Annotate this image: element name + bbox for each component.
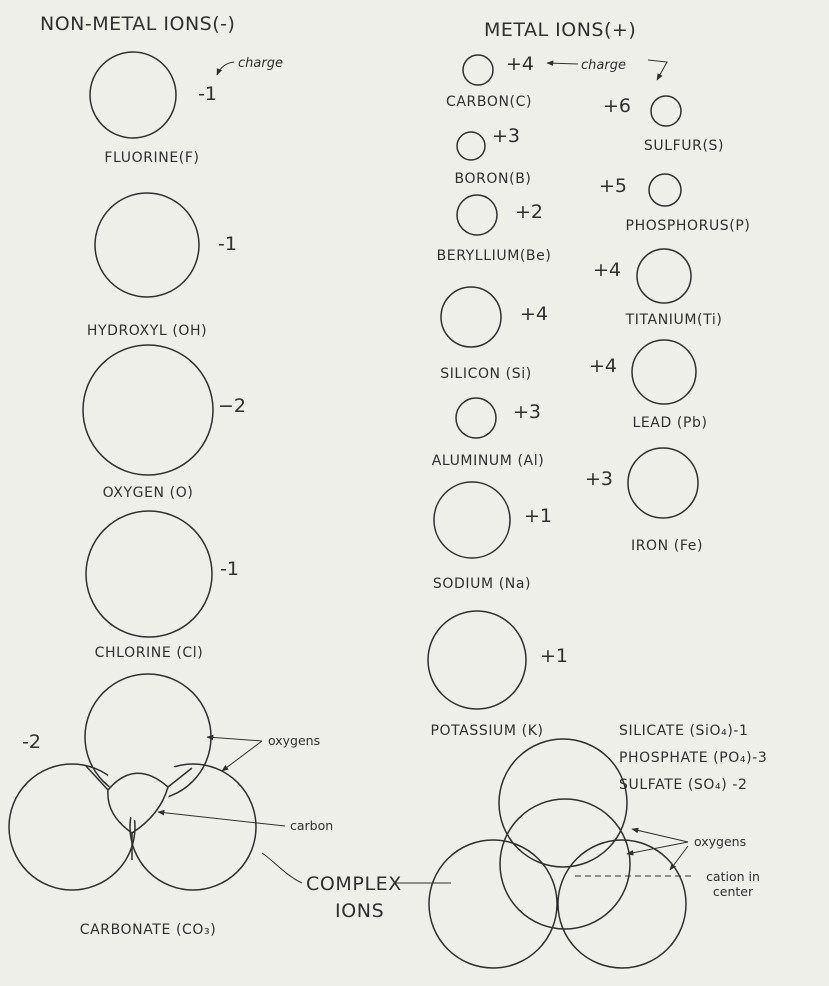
ion-charge: -1 [198, 83, 217, 105]
ion-charge: +4 [520, 303, 548, 325]
ion-charge: +5 [599, 175, 627, 197]
ion-label: FLUORINE(F) [104, 150, 199, 166]
charge-note: charge [581, 58, 626, 73]
complex-list-item: SULFATE (SO₄) -2 [619, 777, 748, 793]
ion-silicon: +4 SILICON (Si) [440, 287, 548, 382]
ion-charge: −2 [218, 395, 246, 417]
ion-charge: +3 [585, 468, 613, 490]
metal-heading: METAL IONS(+) [484, 19, 636, 41]
ion-boron: +3 BORON(B) [455, 125, 532, 187]
ion-label: SULFUR(S) [644, 138, 724, 154]
cation-annotation: cation in center [575, 869, 760, 899]
ion-charge: +2 [515, 201, 543, 223]
oxygens-note: oxygens [694, 834, 746, 849]
complex-ions-label: COMPLEX IONS [262, 853, 451, 922]
ion-label: CARBON(C) [446, 94, 532, 110]
ion-beryllium: +2 BERYLLIUM(Be) [437, 195, 552, 264]
oxygens-annotation-left: oxygens [207, 733, 320, 771]
ion-label: HYDROXYL (OH) [87, 323, 207, 339]
carbonate-charge: -2 [22, 731, 41, 753]
ion-potassium: +1 POTASSIUM (K) [428, 611, 568, 739]
ion-iron: +3 IRON (Fe) [585, 448, 703, 554]
charge-note: charge [238, 56, 283, 71]
ion-phosphorus: +5 PHOSPHORUS(P) [599, 174, 750, 234]
ion-label: BERYLLIUM(Be) [437, 248, 552, 264]
ion-label: ALUMINUM (Al) [432, 453, 545, 469]
ion-charge: -1 [220, 558, 239, 580]
ion-label: SILICON (Si) [440, 366, 532, 382]
ion-charge: +1 [540, 645, 568, 667]
ion-label: OXYGEN (O) [103, 485, 194, 501]
ion-chlorine: -1 CHLORINE (Cl) [86, 511, 239, 661]
ion-fluorine: -1 FLUORINE(F) [90, 52, 217, 166]
ion-label: PHOSPHORUS(P) [626, 218, 751, 234]
ion-lead: +4 LEAD (Pb) [589, 340, 708, 431]
ion-oxygen: −2 OXYGEN (O) [83, 345, 246, 501]
ions-word: IONS [335, 900, 384, 922]
tetrahedral-complex [429, 739, 686, 968]
carbonate-label: CARBONATE (CO₃) [80, 922, 217, 938]
ion-label: LEAD (Pb) [632, 415, 707, 431]
ion-charge: +4 [593, 259, 621, 281]
charge-annotation-right: charge [547, 58, 667, 80]
ion-charge: +1 [524, 505, 552, 527]
ion-label: CHLORINE (Cl) [95, 645, 204, 661]
carbonate-complex: -2 CARBONATE (CO₃) [9, 674, 256, 938]
oxygens-annotation-right: oxygens [627, 829, 746, 870]
ion-charge: -1 [218, 233, 237, 255]
carbon-annotation: carbon [158, 812, 333, 833]
ion-label: SODIUM (Na) [433, 576, 531, 592]
ion-carbon: +4 CARBON(C) [446, 53, 534, 110]
ion-charge: +4 [506, 53, 534, 75]
ion-charge: +3 [513, 401, 541, 423]
complex-list-item: PHOSPHATE (PO₄)-3 [619, 750, 767, 766]
ion-label: POTASSIUM (K) [430, 723, 543, 739]
ion-label: IRON (Fe) [631, 538, 703, 554]
ion-label: BORON(B) [455, 171, 532, 187]
ion-sodium: +1 SODIUM (Na) [433, 482, 552, 592]
cation-note-line2: center [713, 884, 754, 899]
ion-label: TITANIUM(Ti) [625, 312, 723, 328]
ion-charge: +4 [589, 355, 617, 377]
ion-hydroxyl: -1 HYDROXYL (OH) [87, 193, 237, 339]
complex-list-item: SILICATE (SiO₄)-1 [619, 723, 749, 739]
complex-word: COMPLEX [306, 873, 402, 895]
oxygens-note: oxygens [268, 733, 320, 748]
complex-ion-list: SILICATE (SiO₄)-1 PHOSPHATE (PO₄)-3 SULF… [619, 723, 767, 793]
carbon-note: carbon [290, 818, 333, 833]
ion-aluminum: +3 ALUMINUM (Al) [432, 398, 545, 469]
cation-note-line1: cation in [706, 869, 760, 884]
ion-sulfur: +6 SULFUR(S) [603, 95, 724, 154]
ion-charge: +6 [603, 95, 631, 117]
ion-charge: +3 [492, 125, 520, 147]
nonmetal-heading: NON-METAL IONS(-) [40, 13, 235, 35]
charge-annotation-left: charge [217, 56, 283, 75]
ion-titanium: +4 TITANIUM(Ti) [593, 249, 722, 328]
